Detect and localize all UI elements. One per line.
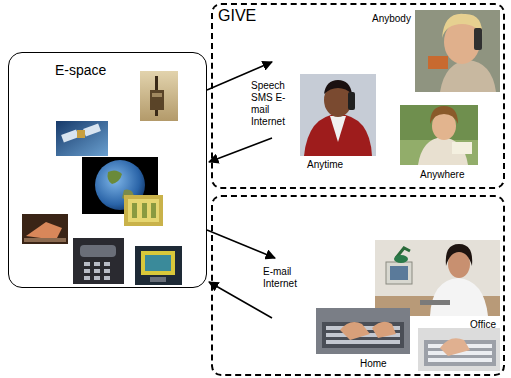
arrow-connector [207,230,275,258]
photo-caption: Anywhere [420,169,464,181]
satellite-photo [56,121,108,156]
photo-caption: Anybody [372,13,411,25]
photo-caption: Office [470,319,496,331]
office-photo [375,240,500,316]
photo-caption: Anytime [307,159,343,171]
group-title: GIVE [218,7,256,25]
monitor-photo [135,246,182,285]
arrow-connector [209,138,272,162]
hand-keyboard-photo [22,214,68,244]
edge-label: Speech SMS E-mail Internet [250,80,298,128]
telephone-photo [73,238,124,284]
keyboard-photo [418,328,500,371]
edge-label: E-mail Internet [262,266,310,290]
antenna-photo [140,71,178,121]
man-phone-photo [300,74,376,156]
woman-reading-photo [400,105,478,165]
photo-caption: Home [360,358,387,370]
building-photo [124,195,163,226]
home-keyboard-photo [316,308,410,354]
e-space-box: E-space [8,52,207,288]
box-title: E-space [55,62,106,78]
woman-phone-photo [415,10,500,92]
office-home-group-box: OfficeHome [211,195,505,376]
